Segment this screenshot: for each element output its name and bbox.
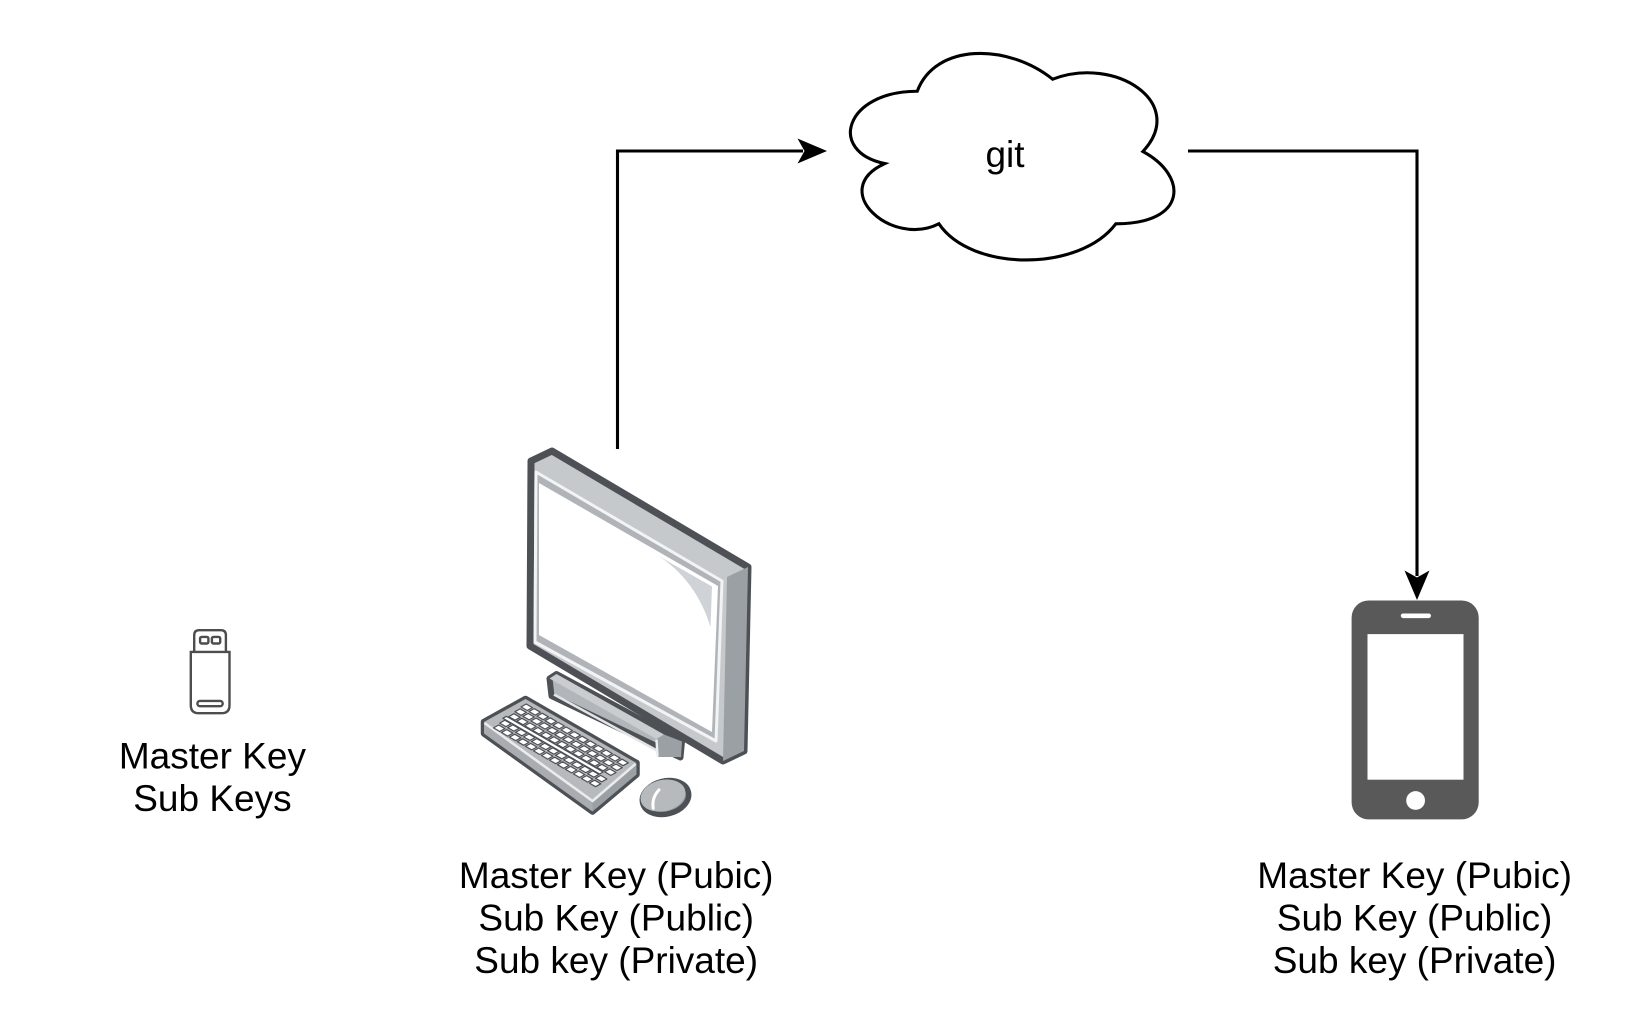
svg-text:Sub Keys: Sub Keys <box>133 778 291 819</box>
svg-text:Sub key (Private): Sub key (Private) <box>1273 940 1557 981</box>
svg-text:Sub key (Private): Sub key (Private) <box>474 940 758 981</box>
svg-text:Sub Key (Public): Sub Key (Public) <box>478 898 754 939</box>
svg-text:Master Key: Master Key <box>119 736 307 777</box>
svg-text:Master Key (Pubic): Master Key (Pubic) <box>1257 855 1572 896</box>
svg-text:Master Key (Pubic): Master Key (Pubic) <box>459 855 774 896</box>
svg-text:git: git <box>985 134 1025 175</box>
svg-text:Sub Key (Public): Sub Key (Public) <box>1277 898 1553 939</box>
